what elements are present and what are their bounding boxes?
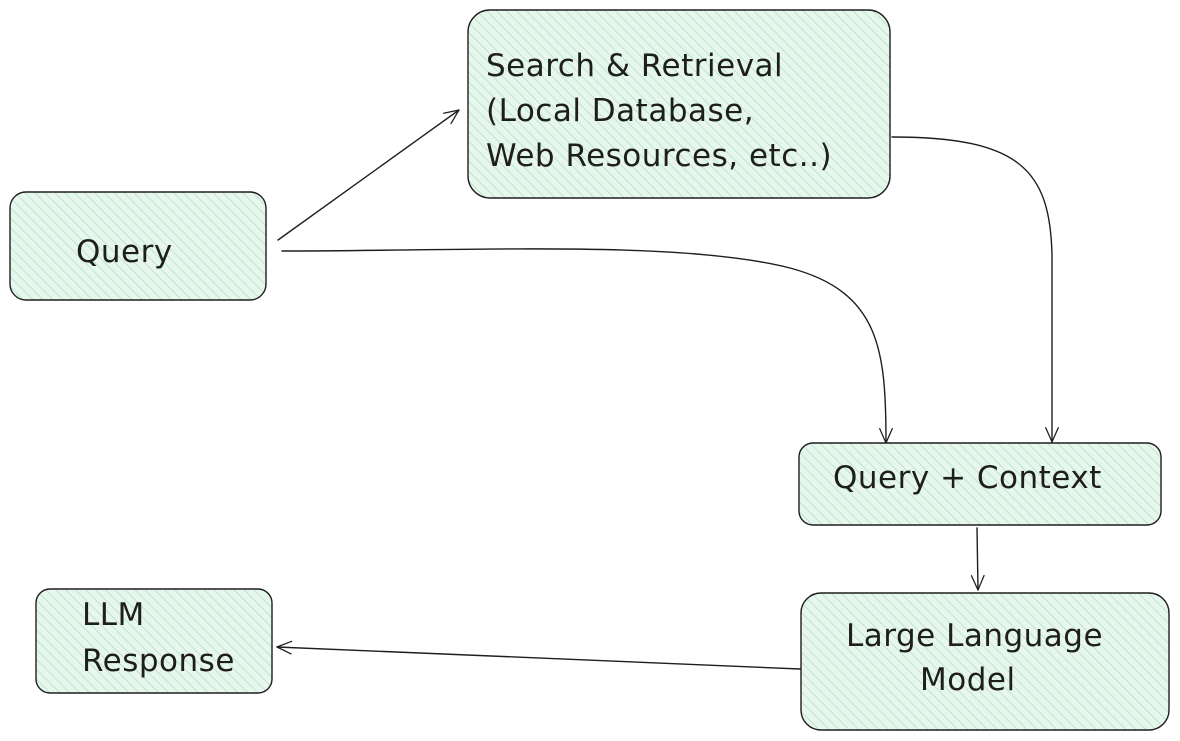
edge-query-to-search <box>277 109 460 241</box>
svg-text:Query + Context: Query + Context <box>833 460 1102 496</box>
edge-search-to-query-context <box>891 136 1059 443</box>
node-query: Query <box>9 191 267 301</box>
node-llm-line-2: Model <box>920 662 1016 698</box>
edge-llm-to-response <box>276 640 801 670</box>
node-search-line-2: (Local Database, <box>486 93 754 129</box>
svg-text:Search & Retrieval (Loca: Search & Retrieval (Local Database, Web … <box>486 48 832 174</box>
node-search-line-3: Web Resources, etc..) <box>486 138 832 174</box>
node-llm-line-1: Large Language <box>846 618 1103 654</box>
edge-query-context-to-llm <box>970 527 985 591</box>
svg-text:Query: Query <box>76 234 173 270</box>
node-llm-response: LLM Response <box>35 588 273 694</box>
node-response-line-2: Response <box>82 643 235 679</box>
svg-text:Large Language Model: Large Language Model <box>846 618 1113 698</box>
svg-text:LLM Response: LLM Response <box>82 597 235 679</box>
node-query-label: Query <box>76 234 173 270</box>
node-response-line-1: LLM <box>82 597 145 633</box>
node-large-language-model: Large Language Model <box>800 592 1170 731</box>
edge-query-to-query-context <box>281 248 893 444</box>
node-search-line-1: Search & Retrieval <box>486 48 783 84</box>
node-search-retrieval: Search & Retrieval (Local Database, Web … <box>467 9 891 199</box>
node-query-context-label: Query + Context <box>833 460 1102 496</box>
node-query-context: Query + Context <box>798 442 1162 526</box>
